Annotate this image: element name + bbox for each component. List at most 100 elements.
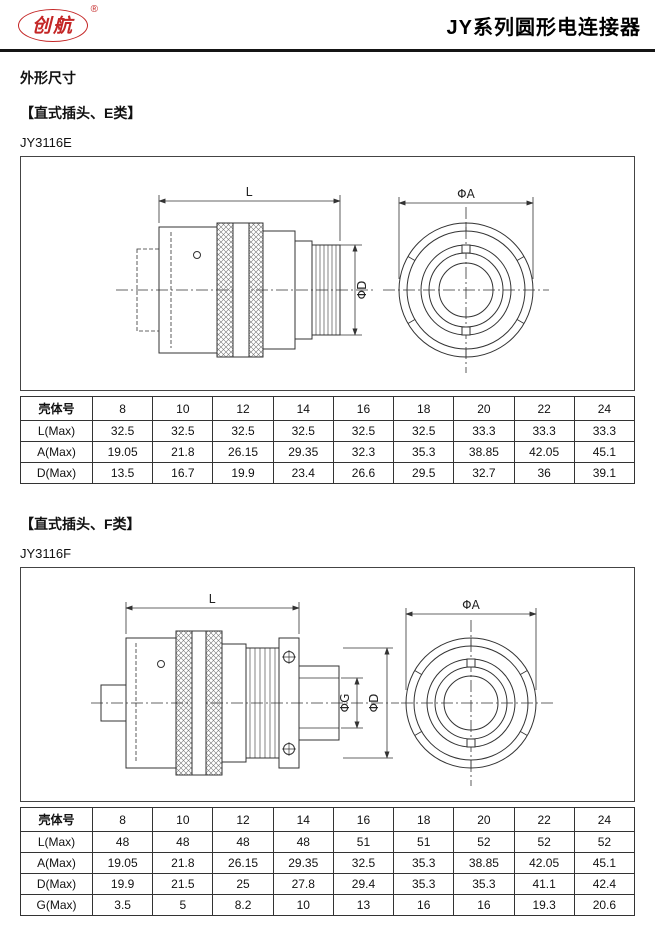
dimension-value: 19.9: [91, 873, 154, 895]
dimension-value: 32.5: [152, 420, 214, 442]
position-mark: [157, 660, 165, 668]
dimension-value: 20.6: [573, 894, 636, 916]
brand-logo-text: 创航: [32, 15, 75, 37]
dimension-value: 16: [453, 894, 515, 916]
dimension-value: 33.3: [513, 420, 575, 442]
brand-logo-ellipse: 创航: [18, 9, 89, 42]
dimension-value: 19.9: [212, 462, 274, 484]
dimension-row-label: D(Max): [20, 462, 93, 484]
dimension-value: 36: [513, 462, 575, 484]
dimension-value: 29.4: [332, 873, 395, 895]
dimension-value: 21.5: [152, 873, 214, 895]
dimension-value: 35.3: [393, 441, 455, 463]
knurl-band: [205, 630, 223, 776]
dimension-value: 25: [212, 873, 274, 895]
dimension-value: 32.5: [272, 420, 334, 442]
dimension-value: 52: [513, 831, 575, 853]
dimension-value: 45.1: [573, 441, 636, 463]
dimension-value: 39.1: [573, 462, 636, 484]
shell-size-value: 8: [91, 807, 154, 832]
dimension-value: 29.35: [272, 852, 334, 874]
dimension-value: 32.5: [332, 852, 395, 874]
dimension-value: 32.5: [212, 420, 274, 442]
shell-size-value: 16: [332, 396, 395, 421]
shell-size-value: 12: [212, 396, 274, 421]
shell-size-value: 10: [152, 807, 214, 832]
section-title-outline-dimensions: 外形尺寸: [20, 70, 76, 86]
bayonet-lug: [461, 244, 471, 254]
knurl-band: [216, 222, 234, 358]
front-view-f: [401, 608, 556, 786]
dimension-D: [340, 244, 362, 336]
shell-size-value: 10: [152, 396, 214, 421]
shell-size-value: 20: [453, 396, 515, 421]
section-e-type: 【直式插头、E类】 JY3116E: [20, 103, 636, 484]
dimension-row-label: L(Max): [20, 831, 93, 853]
dimension-value: 29.35: [272, 441, 334, 463]
dimension-value: 48: [272, 831, 334, 853]
dim-label-L: L: [209, 592, 216, 606]
shell-size-header: 壳体号: [20, 807, 93, 832]
dim-label-A: ΦA: [457, 187, 475, 201]
dimension-value: 48: [91, 831, 154, 853]
dimension-value: 35.3: [393, 873, 455, 895]
dimension-value: 32.5: [91, 420, 154, 442]
dimension-value: 13: [332, 894, 395, 916]
dimension-value: 13.5: [91, 462, 154, 484]
dimension-value: 48: [212, 831, 274, 853]
dimension-value: 19.3: [513, 894, 575, 916]
front-barrel: [298, 665, 340, 741]
technical-drawing-f-type: L ΦG ΦD ΦA: [91, 592, 556, 786]
dim-label-G: ΦG: [338, 694, 352, 713]
shell-size-value: 16: [332, 807, 395, 832]
subsection-title-e-type: 【直式插头、E类】: [20, 105, 142, 121]
technical-drawing-e-type: L ΦD ΦA: [116, 185, 549, 373]
bayonet-lug: [461, 326, 471, 336]
shell-size-value: 24: [573, 807, 636, 832]
dimension-value: 10: [272, 894, 334, 916]
dimension-L: [125, 602, 300, 634]
shell-size-value: 24: [573, 396, 636, 421]
dimension-value: 32.3: [332, 441, 395, 463]
dimension-value: 26.15: [212, 852, 274, 874]
dimension-value: 42.05: [513, 441, 575, 463]
dim-label-D: ΦD: [367, 694, 381, 713]
dimension-row-label: L(Max): [20, 420, 93, 442]
drawing-box-f-type: L ΦG ΦD ΦA: [20, 567, 635, 802]
ring-notches: [414, 638, 528, 768]
shell-size-value: 18: [393, 396, 455, 421]
dimension-value: 38.85: [453, 441, 515, 463]
dimension-A: [405, 608, 537, 690]
dimension-value: 27.8: [272, 873, 334, 895]
dimension-row-label: G(Max): [20, 894, 93, 916]
dimension-value: 52: [453, 831, 515, 853]
dimension-value: 48: [152, 831, 214, 853]
dim-label-A: ΦA: [462, 598, 480, 612]
dimension-row-label: A(Max): [20, 441, 93, 463]
dimension-value: 8.2: [212, 894, 274, 916]
dimension-D: [343, 647, 393, 759]
dimension-value: 29.5: [393, 462, 455, 484]
dimension-value: 35.3: [393, 852, 455, 874]
dimension-A: [398, 197, 534, 279]
shell-size-value: 22: [513, 396, 575, 421]
dimension-value: 16.7: [152, 462, 214, 484]
shell-size-value: 20: [453, 807, 515, 832]
shell-size-value: 18: [393, 807, 455, 832]
dimension-value: 3.5: [91, 894, 154, 916]
dimension-L: [158, 195, 341, 241]
dimension-value: 45.1: [573, 852, 636, 874]
dimension-value: 32.7: [453, 462, 515, 484]
dimension-row-label: A(Max): [20, 852, 93, 874]
dimension-value: 32.5: [393, 420, 455, 442]
shell-size-value: 14: [272, 807, 334, 832]
page-header: 创航 ® JY系列圆形电连接器: [0, 0, 655, 52]
dimension-G: [341, 677, 363, 729]
